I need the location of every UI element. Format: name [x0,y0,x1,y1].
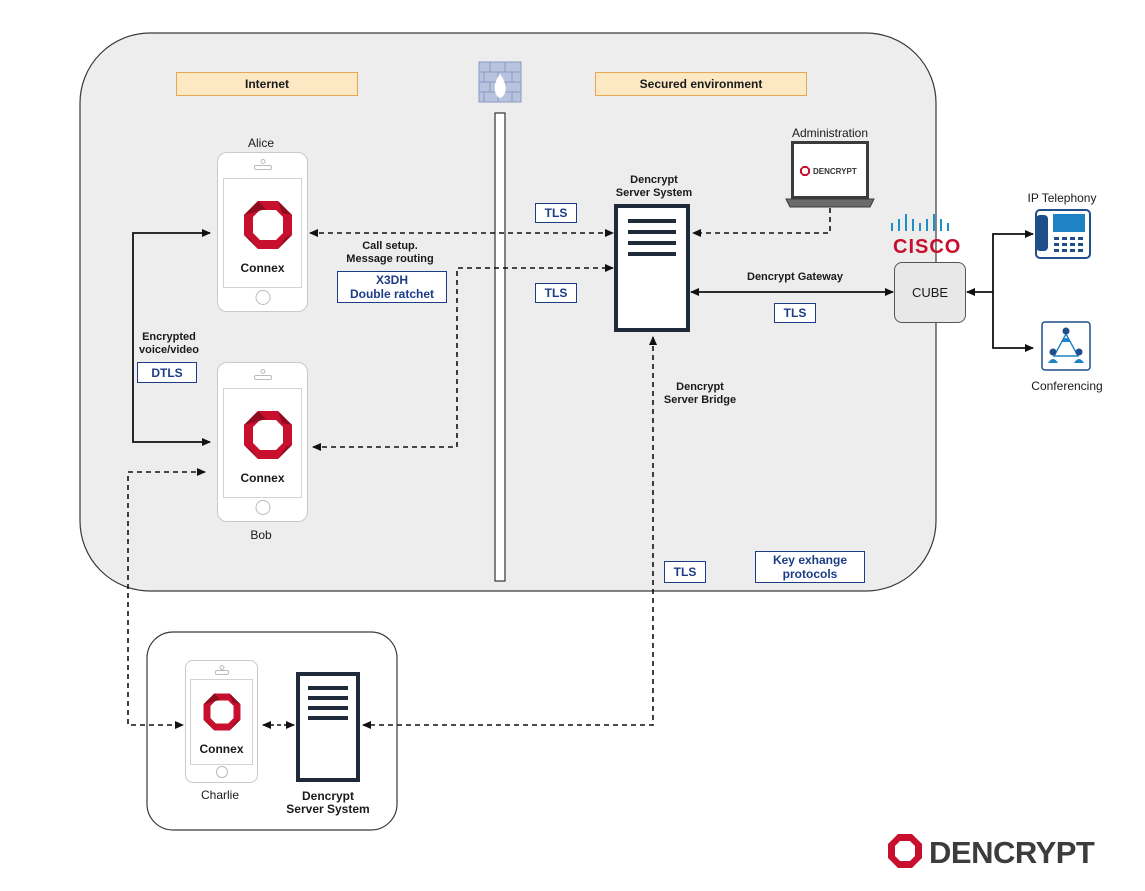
connex-logo-icon [244,411,292,459]
server-slot [307,686,349,690]
bob-phone-speaker [253,375,272,380]
server-bridge-link [362,336,657,729]
secured-zone-label: Secured environment [595,72,807,96]
conferencing-icon [1041,321,1091,371]
admin-screen-brand: DENCRYPT [813,166,857,176]
connex-logo-icon [203,693,241,731]
charlie-phone-home-button [215,766,228,778]
bob-phone[interactable]: Connex [217,362,308,522]
bob-phone-home-button [255,500,270,515]
remote-server-icon[interactable] [296,672,360,782]
admin-screen-brand-row: DENCRYPT [800,166,857,176]
server-slot [307,696,349,700]
admin-laptop-screen[interactable]: DENCRYPT [791,141,869,199]
ip-telephony-label: IP Telephony [1027,191,1097,205]
tls-bob-tag: TLS [535,283,577,303]
dtls-tag: DTLS [137,362,197,383]
dencrypt-small-icon [800,166,810,176]
cube-conferencing-link [992,292,1034,352]
bob-phone-screen: Connex [223,388,302,498]
alice-app-name: Connex [240,261,285,275]
charlie-phone-camera [219,665,224,670]
admin-label: Administration [791,126,869,140]
internet-zone-label: Internet [176,72,358,96]
bob-app-name: Connex [240,471,285,485]
alice-bob-direct-link [132,229,211,446]
call-setup-label: Call setup. Message routing [346,240,434,265]
charlie-bob-link [127,468,206,729]
server-slot [627,252,677,256]
x3dh-tag: X3DH Double ratchet [337,271,447,303]
conferencing-label: Conferencing [1031,379,1103,393]
bob-name: Bob [250,528,272,542]
charlie-name: Charlie [200,788,239,802]
server-bridge-label: Dencrypt Server Bridge [663,381,737,406]
cube-ip-telephony-link [992,230,1034,292]
main-server-icon[interactable] [614,204,690,332]
connex-logo-icon [244,201,292,249]
charlie-app-name: Connex [199,742,244,756]
admin-laptop-base [785,198,875,208]
alice-phone-speaker [253,165,272,170]
firewall-wall [494,112,506,582]
tls-gateway-tag: TLS [774,303,816,323]
alice-phone-screen: Connex [223,178,302,288]
server-slot [627,230,677,234]
firewall-icon [478,61,522,103]
alice-name: Alice [247,136,274,150]
dencrypt-wordmark: DENCRYPT [929,835,1095,870]
charlie-phone-speaker [214,670,229,675]
cisco-bars-icon [891,214,949,231]
dencrypt-logo-mark [888,834,922,868]
gateway-label: Dencrypt Gateway [747,271,843,283]
tls-bridge-tag: TLS [664,561,706,583]
remote-server-label: Dencrypt Server System [286,789,370,816]
server-slot [627,241,677,245]
tls-alice-tag: TLS [535,203,577,223]
main-server-label: Dencrypt Server System [615,174,693,199]
charlie-phone-screen: Connex [190,679,253,765]
bob-phone-camera [260,369,265,374]
server-slot [307,716,349,720]
alice-phone-home-button [255,290,270,305]
ip-telephone-icon [1035,209,1091,259]
alice-phone[interactable]: Connex [217,152,308,312]
server-slot [627,219,677,223]
cisco-wordmark: CISCO [893,236,962,258]
encrypted-voice-label: Encrypted voice/video [139,331,199,356]
cube-box[interactable]: CUBE [894,262,966,323]
server-slot [307,706,349,710]
alice-phone-camera [260,159,265,164]
charlie-phone[interactable]: Connex [185,660,258,783]
key-exchange-tag: Key exhange protocols [755,551,865,583]
